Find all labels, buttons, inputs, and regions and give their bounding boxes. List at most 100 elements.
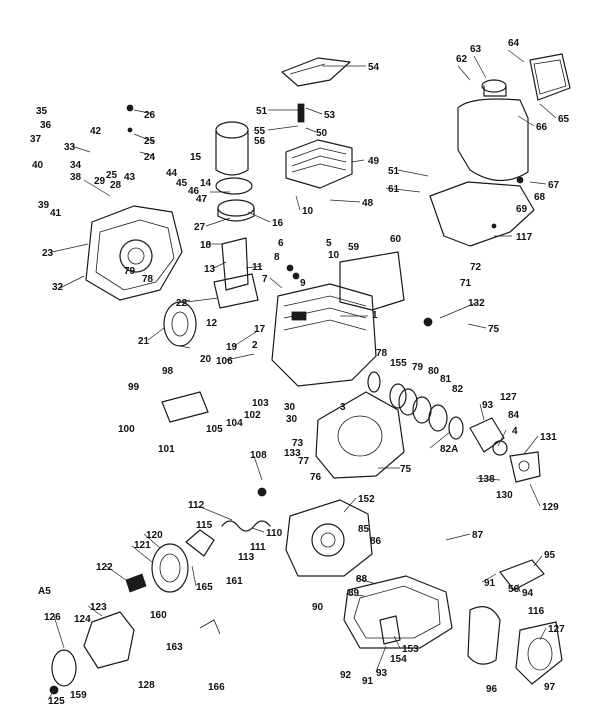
callout-label: 93 — [376, 668, 388, 679]
callout-label: 42 — [90, 126, 102, 137]
callout-label: 44 — [166, 168, 178, 179]
callout-label: 102 — [244, 410, 261, 421]
leader-line — [213, 261, 227, 269]
callout-label: 48 — [362, 198, 374, 209]
callout-label: 78 — [142, 274, 154, 285]
callout-label: 84 — [508, 410, 520, 421]
callout-label: 104 — [226, 418, 243, 429]
callout-label: 35 — [36, 106, 48, 117]
callout-label: 29 — [94, 176, 106, 187]
callout-label: 94 — [522, 588, 534, 599]
callout-label: 38 — [70, 172, 82, 183]
callout-label: 3 — [340, 402, 346, 413]
callout-label: 159 — [70, 690, 87, 701]
leader-line — [329, 199, 361, 203]
callout-label: 63 — [470, 44, 482, 55]
callout-label: 78 — [376, 348, 388, 359]
callout-label: 90 — [312, 602, 324, 613]
callout-label: 5 — [326, 238, 332, 249]
callout-label: 76 — [310, 472, 322, 483]
leader-line — [47, 689, 55, 701]
callout-label: 126 — [44, 612, 61, 623]
callout-label: 45 — [176, 178, 188, 189]
callout-label: 46 — [188, 186, 200, 197]
leader-line — [185, 297, 219, 303]
callout-label: 81 — [440, 374, 452, 385]
callout-label: 12 — [206, 318, 218, 329]
callout-label: 15 — [190, 152, 202, 163]
callout-label: 59 — [348, 242, 360, 253]
callout-label: 34 — [70, 160, 82, 171]
callout-label: 22 — [176, 298, 188, 309]
leader-line — [517, 115, 535, 127]
callout-label: 25 — [144, 136, 156, 147]
callout-label: 120 — [146, 530, 163, 541]
callout-label: 91 — [362, 676, 374, 687]
leader-lines — [47, 49, 557, 701]
callout-label: 113 — [238, 552, 255, 563]
callout-label: 8 — [274, 252, 280, 263]
callout-label: 131 — [540, 432, 557, 443]
callout-label: 111 — [250, 542, 266, 553]
callout-label: 73 — [292, 438, 304, 449]
callout-label: 92 — [340, 670, 352, 681]
leader-line — [539, 103, 557, 119]
callout-label: 132 — [468, 298, 485, 309]
callout-label: 30 — [284, 402, 296, 413]
callout-label: 49 — [368, 156, 380, 167]
callout-label: 75 — [400, 464, 412, 475]
callout-label: 40 — [32, 160, 44, 171]
leader-line — [517, 583, 521, 593]
callout-label: 108 — [250, 450, 267, 461]
callout-label: 68 — [534, 192, 546, 203]
leader-line — [197, 505, 233, 521]
callout-label: 79 — [124, 266, 136, 277]
callout-label: 110 — [266, 528, 283, 539]
leader-line — [131, 545, 153, 563]
callout-label: 82 — [452, 384, 464, 395]
leader-line — [345, 593, 365, 597]
leader-line — [147, 327, 165, 341]
leader-line — [253, 455, 263, 481]
callout-label: 20 — [200, 354, 212, 365]
leader-line — [191, 565, 197, 587]
leader-line — [267, 125, 299, 131]
callout-label: 106 — [216, 356, 233, 367]
leader-line — [397, 169, 429, 177]
callout-label: 77 — [298, 456, 310, 467]
leader-line — [305, 107, 323, 115]
callout-label: 66 — [536, 122, 548, 133]
callout-label: 116 — [528, 606, 545, 617]
callout-label: 80 — [428, 366, 440, 377]
callout-label: 39 — [38, 200, 50, 211]
leader-line — [523, 435, 539, 455]
callout-label: 36 — [40, 120, 52, 131]
callout-label: 85 — [358, 524, 370, 535]
callout-label: 19 — [226, 342, 238, 353]
callout-label: 103 — [252, 398, 269, 409]
callout-label: 60 — [390, 234, 402, 245]
callout-label: 61 — [388, 184, 400, 195]
leader-line — [507, 49, 525, 63]
callout-label: 127 — [548, 624, 565, 635]
leader-line — [53, 615, 65, 649]
callout-label: 93 — [482, 400, 494, 411]
leader-line — [439, 301, 479, 319]
callout-label: 71 — [460, 278, 472, 289]
callout-label: 9 — [300, 278, 306, 289]
callout-label: 96 — [486, 684, 498, 695]
callout-label: 62 — [456, 54, 468, 65]
callout-label: 67 — [548, 180, 560, 191]
callout-label: 47 — [196, 194, 208, 205]
callout-label: 129 — [542, 502, 559, 513]
callout-label: A5 — [38, 586, 51, 597]
leader-line — [105, 565, 127, 581]
callout-label: 89 — [348, 588, 360, 599]
leader-line — [457, 65, 471, 81]
leader-line — [533, 555, 543, 567]
callout-label: 69 — [516, 204, 528, 215]
callout-label: 13 — [204, 264, 216, 275]
callout-label: 11 — [252, 262, 263, 273]
